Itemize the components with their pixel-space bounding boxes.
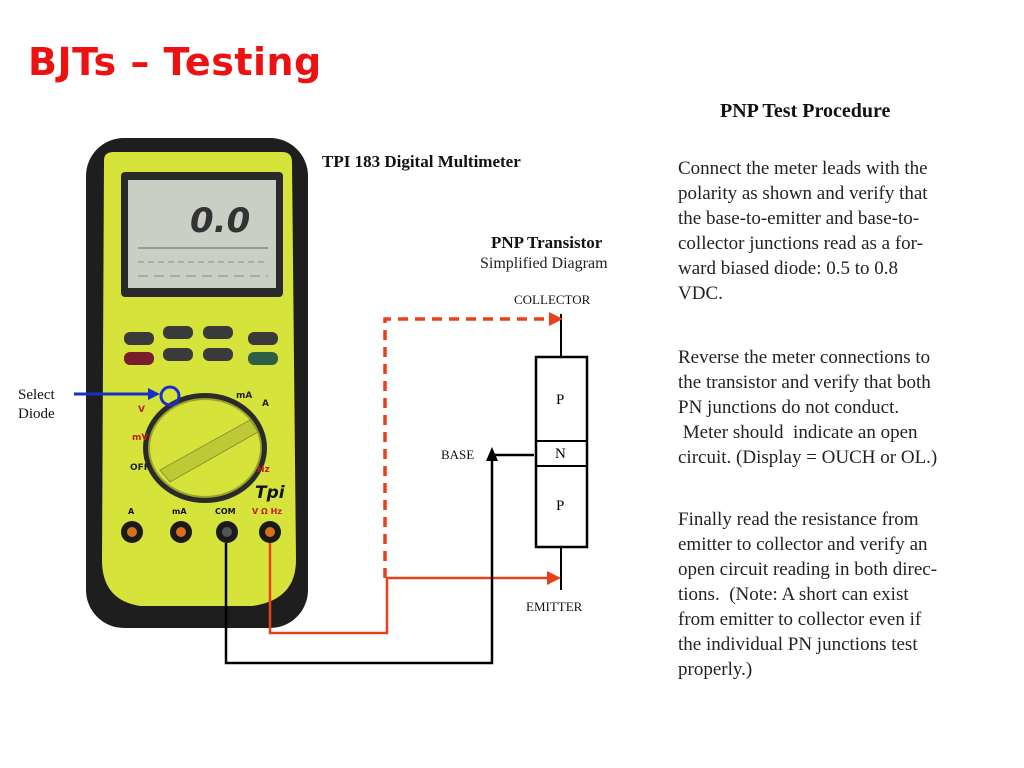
text-line: Reverse the meter connections to: [678, 347, 931, 368]
hold-button: [203, 348, 233, 361]
text-line: Diode: [18, 406, 55, 422]
green-button: [248, 352, 278, 365]
text-line: PN junctions do not conduct.: [678, 397, 900, 418]
black-lead: [224, 453, 534, 665]
transistor-subtitle: Simplified Diagram: [480, 255, 608, 272]
text-line: tions. (Note: A short can exist: [678, 584, 909, 605]
comp-button: [163, 348, 193, 361]
layer-n: N: [555, 446, 566, 462]
text-line: polarity as shown and verify that: [678, 183, 928, 204]
red-button: [124, 352, 154, 365]
text-line: properly.): [678, 659, 753, 680]
lcd-reading: 0.0: [190, 201, 250, 241]
rel-button: [203, 326, 233, 339]
text-line: collector junctions read as a for-: [678, 233, 923, 254]
text-line: Select: [18, 387, 55, 403]
text-line: the individual PN junctions test: [678, 634, 918, 655]
procedure-paragraph-2: Reverse the meter connections to the tra…: [678, 345, 1013, 470]
select-diode-label: Select Diode: [18, 386, 55, 424]
slide-title: BJTs – Testing: [28, 40, 322, 84]
transistor-title: PNP Transistor: [491, 233, 603, 252]
red-lead-solid: [268, 543, 550, 635]
text-line: Finally read the resistance from: [678, 509, 919, 530]
jack-label-v: V Ω Hz: [252, 507, 282, 516]
procedure-paragraph-3: Finally read the resistance from emitter…: [678, 507, 1013, 682]
diode-select-marker: [159, 385, 181, 407]
text-line: VDC.: [678, 283, 723, 304]
layer-p-bottom: P: [556, 498, 564, 514]
multimeter: 0.0 OFF mV V mA A Hz Tpi: [86, 138, 308, 628]
range-button: [124, 332, 154, 345]
layer-p-top: P: [556, 392, 564, 408]
red-lead-dashed: [383, 317, 552, 578]
dial-label-hz: Hz: [257, 465, 270, 475]
text-line: the transistor and verify that both: [678, 372, 931, 393]
dial-knob: [159, 419, 259, 483]
collector-label: COLLECTOR: [514, 292, 591, 307]
jack-label-ma: mA: [172, 507, 187, 516]
procedure-heading: PNP Test Procedure: [720, 100, 891, 122]
base-label: BASE: [441, 447, 475, 462]
brand-logo: Tpi: [255, 483, 286, 503]
rec-button: [163, 326, 193, 339]
text-line: Meter should indicate an open: [678, 422, 918, 443]
dial-label-mv: mV: [132, 433, 148, 443]
procedure-paragraph-1: Connect the meter leads with the polarit…: [678, 156, 1013, 306]
text-line: emitter to collector and verify an: [678, 534, 928, 555]
text-line: ward biased diode: 0.5 to 0.8: [678, 258, 899, 279]
emitter-label: EMITTER: [526, 599, 583, 614]
dial-label-v: V: [138, 405, 145, 415]
text-line: Connect the meter leads with the: [678, 158, 928, 179]
dial-label-a: A: [262, 399, 269, 409]
jack-label-com: COM: [215, 507, 236, 516]
transistor-body: [534, 355, 589, 549]
text-line: circuit. (Display = OUCH or OL.): [678, 447, 938, 468]
jack-label-a: A: [128, 507, 135, 516]
off-button: [248, 332, 278, 345]
lcd-screen: [128, 180, 276, 288]
dial-label-off: OFF: [130, 463, 150, 473]
meter-caption: TPI 183 Digital Multimeter: [322, 152, 521, 171]
dial-label-ma: mA: [236, 391, 252, 401]
text-line: open circuit reading in both direc-: [678, 559, 938, 580]
meter-buttons: [124, 326, 278, 365]
text-line: from emitter to collector even if: [678, 609, 922, 630]
text-line: the base-to-emitter and base-to-: [678, 208, 920, 229]
pnp-transistor: P N P: [534, 314, 589, 590]
input-jacks: A mA COM V Ω Hz: [121, 507, 282, 543]
